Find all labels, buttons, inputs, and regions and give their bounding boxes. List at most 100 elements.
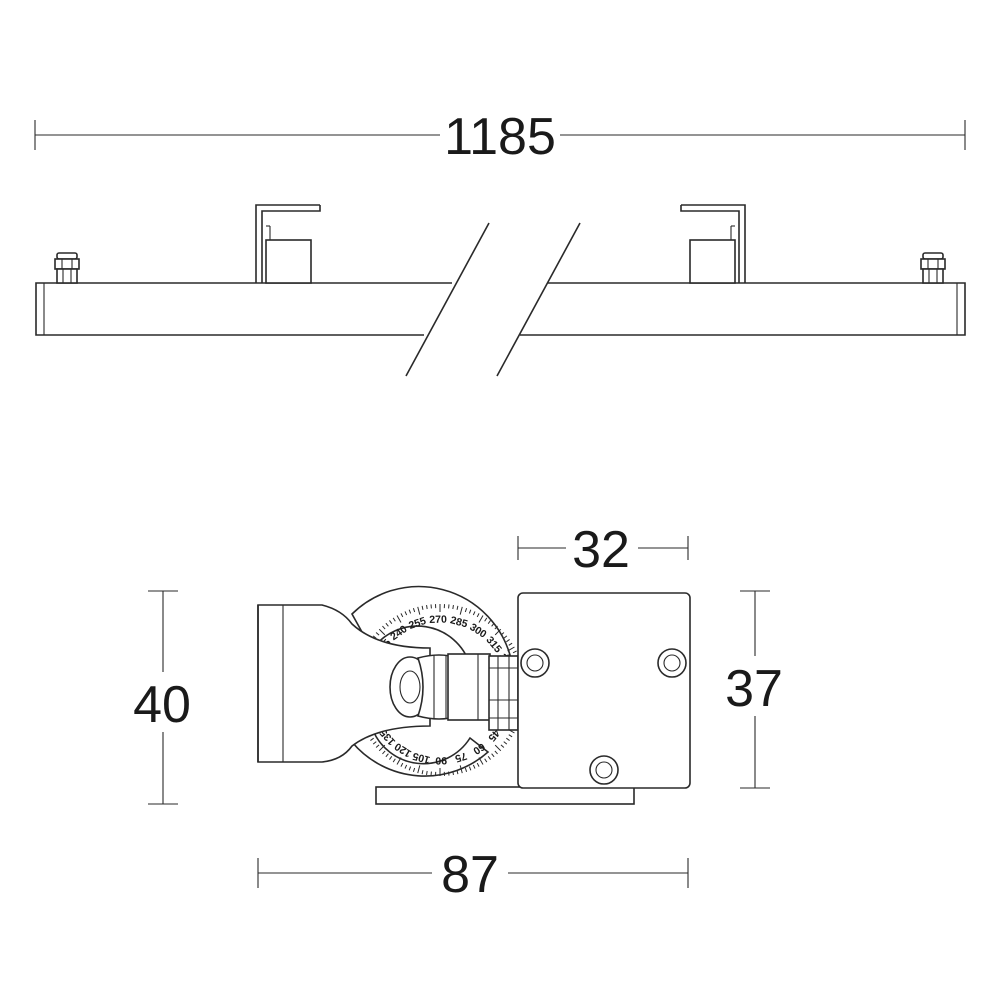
dial-tick: [417, 765, 421, 774]
screw-hole-bottom: [589, 755, 619, 785]
dial-tick: [491, 753, 495, 758]
dimension-label-32: 32: [572, 521, 630, 579]
cable-gland-left: [54, 252, 80, 284]
dial-tick: [408, 766, 412, 771]
dial-label: 105: [411, 750, 431, 766]
pivot-joint: [389, 653, 491, 721]
dial-tick: [375, 632, 380, 636]
dial-tick: [503, 741, 508, 745]
dial-tick: [389, 756, 393, 760]
dial-tick: [503, 635, 508, 639]
dial-tick: [396, 615, 402, 623]
dial-tick: [392, 617, 396, 622]
dial-tick: [508, 734, 513, 738]
mounting-bracket-left: [255, 204, 321, 284]
dial-tick: [476, 762, 480, 767]
dial-tick: [404, 611, 408, 616]
dial-tick: [375, 744, 380, 748]
dial-label: 285: [449, 614, 469, 630]
dial-tick: [404, 764, 408, 769]
dial-tick: [385, 753, 389, 758]
dial-tick: [478, 757, 484, 765]
dial-tick: [487, 620, 491, 624]
dial-tick: [408, 609, 412, 614]
total-width-dimension: 87: [257, 846, 689, 904]
head-height-dimension: 40: [133, 590, 191, 805]
dial-tick: [421, 770, 424, 775]
dial-tick: [506, 737, 510, 741]
dial-tick: [487, 756, 491, 760]
dial-tick: [421, 605, 424, 610]
dial-tick: [494, 628, 502, 636]
dial-tick: [417, 606, 421, 615]
dial-tick: [506, 639, 510, 643]
dial-tick: [452, 770, 454, 776]
dial-tick: [370, 737, 374, 741]
break-line-left: [405, 222, 490, 377]
dial-tick: [500, 744, 505, 748]
dial-tick: [494, 625, 498, 630]
dial-tick: [452, 604, 454, 610]
dial-tick: [412, 767, 416, 772]
dimension-label-37: 37: [725, 660, 783, 718]
dial-tick: [494, 744, 502, 752]
dial-tick: [459, 606, 463, 615]
dial-tick: [507, 646, 515, 652]
dial-tick: [426, 604, 428, 610]
screw-hole-right: [657, 648, 687, 678]
dial-tick: [389, 620, 393, 624]
luminaire-side-view: [35, 204, 966, 377]
box-height-dimension: 37: [725, 590, 783, 789]
dial-tick: [459, 765, 463, 774]
driver-box: [517, 592, 691, 789]
dial-tick: [400, 613, 404, 618]
dial-tick: [456, 605, 459, 610]
dial-tick: [396, 757, 402, 765]
dial-tick: [476, 613, 480, 618]
dial-tick: [512, 650, 517, 654]
dial-tick: [494, 750, 498, 755]
dial-label: 255: [407, 615, 428, 632]
box-width-dimension: 32: [517, 521, 689, 579]
dial-tick: [382, 625, 386, 630]
dial-tick: [468, 766, 472, 771]
dial-tick: [472, 764, 476, 769]
dial-tick: [491, 622, 495, 627]
dimension-label-87: 87: [441, 846, 499, 904]
dial-tick: [426, 770, 428, 776]
dial-label: 90: [435, 754, 447, 766]
threaded-connector: [488, 655, 519, 731]
mounting-bracket-right: [680, 204, 746, 284]
break-line-right: [496, 222, 581, 377]
lamp-head: [257, 604, 431, 763]
dial-tick: [456, 770, 459, 775]
cable-gland-right: [920, 252, 946, 284]
dial-tick: [500, 632, 505, 636]
dial-tick: [382, 750, 386, 755]
base-plate: [375, 786, 635, 805]
dial-tick: [468, 609, 472, 614]
dial-tick: [385, 622, 389, 627]
dial-tick: [464, 767, 468, 772]
dial-tick: [378, 628, 386, 636]
overall-length-dimension: 1185: [34, 108, 966, 166]
dial-tick: [372, 635, 377, 639]
dial-tick: [372, 741, 377, 745]
dial-tick: [464, 608, 468, 613]
dial-label: 60: [471, 740, 488, 757]
rotation-dial: 2252402552702853003153301351201059075604…: [350, 585, 521, 777]
dial-tick: [508, 642, 513, 646]
dimension-label-40: 40: [133, 676, 191, 734]
dial-tick: [412, 608, 416, 613]
dial-tick: [392, 758, 396, 763]
dimension-label-1185: 1185: [444, 108, 556, 166]
dial-tick: [378, 744, 386, 752]
dial-tick: [478, 615, 484, 623]
dial-tick: [472, 611, 476, 616]
dial-tick: [400, 762, 404, 767]
dial-label: 270: [429, 614, 447, 626]
dial-tick: [484, 617, 488, 622]
dial-label: 75: [453, 750, 468, 765]
dial-tick: [484, 758, 488, 763]
